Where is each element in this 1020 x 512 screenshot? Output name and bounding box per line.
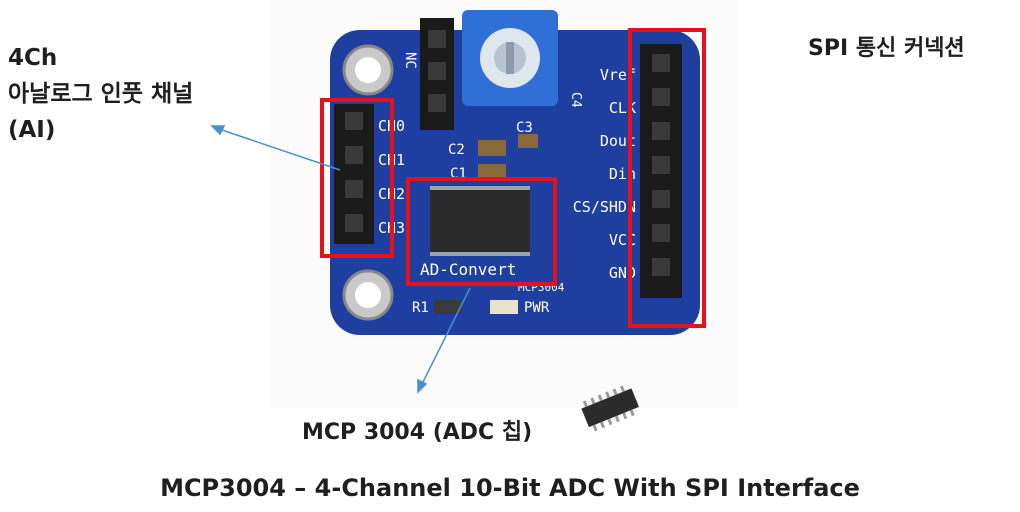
pwr-led <box>490 300 518 314</box>
chip-marking: AD-Convert <box>420 260 516 279</box>
right-header <box>640 44 682 298</box>
capacitor-c1 <box>478 164 506 180</box>
ic-chip-icon <box>581 385 639 432</box>
right-pin-label: Dout <box>600 132 636 150</box>
arrowhead-adc-chip <box>417 378 428 394</box>
callout-analog-inputs-line: 4Ch <box>8 45 58 71</box>
arrow-analog-inputs <box>215 127 341 171</box>
right-pin-label: Vref <box>600 66 636 84</box>
callout-analog-inputs: 4Ch 아날로그 인풋 채널 (AI) <box>8 40 193 148</box>
c2-label: C2 <box>448 142 465 158</box>
capacitor-c2 <box>478 140 506 156</box>
right-pin-label: CS/SHDN <box>573 198 636 216</box>
left-header <box>334 104 374 244</box>
callout-spi-connector: SPI 통신 커넥션 <box>808 36 965 61</box>
top-header-label: NC <box>402 52 418 69</box>
callout-adc-chip: MCP 3004 (ADC 칩) <box>302 420 533 445</box>
c4-label: C4 <box>568 92 583 108</box>
r1-label: R1 <box>412 300 429 316</box>
adc-chip <box>430 186 530 256</box>
highlight-box-adc-chip <box>406 177 557 286</box>
top-header <box>420 18 454 130</box>
resistor-r1 <box>434 300 462 314</box>
pwr-label: PWR <box>524 300 550 316</box>
callout-arrows <box>210 125 471 394</box>
callout-analog-inputs-line: (AI) <box>8 117 56 143</box>
arrow-adc-chip <box>419 287 471 389</box>
footer-title: MCP3004 – 4-Channel 10-Bit ADC With SPI … <box>160 474 860 502</box>
c3-label: C3 <box>516 120 533 136</box>
capacitor-c3 <box>518 134 538 148</box>
highlight-box-spi-connector <box>628 28 706 328</box>
arrowhead-analog-inputs <box>210 125 226 136</box>
trimpot <box>462 10 558 106</box>
highlight-box-analog-inputs <box>320 98 394 258</box>
callout-analog-inputs-line: 아날로그 인풋 채널 <box>8 81 194 107</box>
